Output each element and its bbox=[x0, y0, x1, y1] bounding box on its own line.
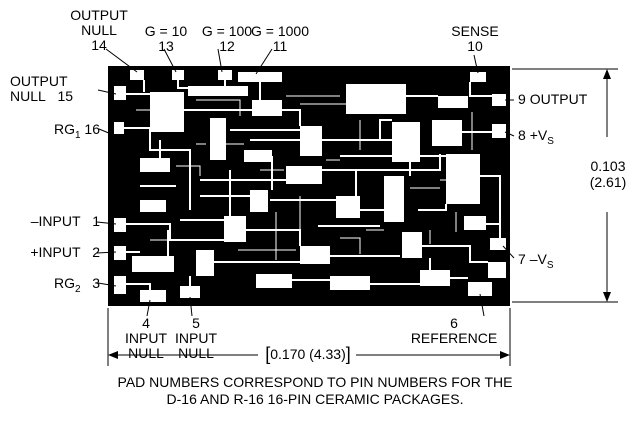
label-neg-vs-7: 7 –VS bbox=[518, 252, 588, 273]
label-input-null-4: 4 INPUT NULL bbox=[116, 316, 176, 361]
bracket-right: ] bbox=[345, 344, 351, 364]
label-pos-input: +INPUT bbox=[30, 244, 81, 260]
pin-12: 12 bbox=[219, 38, 235, 54]
label-g10-13: G = 10 13 bbox=[134, 24, 198, 54]
label-output-null-15: OUTPUT NULL 15 bbox=[4, 74, 100, 104]
label-pos-vs: +V bbox=[529, 127, 548, 143]
label-output: OUTPUT bbox=[529, 91, 588, 107]
pin-13: 13 bbox=[158, 38, 174, 54]
label-rg2-sub: 2 bbox=[74, 283, 81, 295]
label-g1000: G = 1000 bbox=[251, 23, 309, 39]
label-output-null-14-line2: NULL bbox=[81, 22, 117, 38]
caption-line2: D-16 AND R-16 16-PIN CERAMIC PACKAGES. bbox=[166, 391, 464, 407]
label-neg-vs-sub: S bbox=[546, 259, 554, 271]
label-input-null-4-line1: INPUT bbox=[125, 330, 167, 346]
label-g100: G = 100 bbox=[201, 23, 253, 39]
pin-3: 3 bbox=[92, 275, 100, 291]
label-g1000-11: G = 1000 11 bbox=[236, 24, 324, 54]
label-pos-input-2: +INPUT 2 bbox=[4, 245, 100, 260]
label-pos-vs-sub: S bbox=[547, 135, 554, 147]
width-value: 0.170 (4.33) bbox=[270, 346, 346, 362]
label-output-null-14: OUTPUT NULL 14 bbox=[64, 8, 134, 53]
label-rg1: RG bbox=[53, 121, 75, 137]
label-rg1-16: RG1 16 bbox=[4, 122, 100, 143]
label-sense: SENSE bbox=[451, 23, 499, 39]
leader-lines bbox=[96, 48, 515, 317]
dimension-lines bbox=[107, 68, 618, 366]
label-input-null-5: 5 INPUT NULL bbox=[166, 316, 226, 361]
label-sense-10: SENSE 10 bbox=[436, 24, 514, 54]
pin-8: 8 bbox=[518, 127, 526, 143]
label-g10: G = 10 bbox=[144, 23, 188, 39]
pin-5: 5 bbox=[192, 315, 200, 331]
label-neg-vs: –V bbox=[529, 251, 547, 267]
label-output-null-15-line2: NULL 15 bbox=[10, 88, 74, 104]
label-g100-12: G = 100 12 bbox=[193, 24, 261, 54]
label-output-9: 9 OUTPUT bbox=[518, 92, 608, 107]
label-pos-vs-8: 8 +VS bbox=[518, 128, 588, 149]
label-rg2: RG bbox=[53, 275, 75, 291]
height-inches: 0.103 bbox=[590, 158, 626, 174]
pin-6: 6 bbox=[450, 315, 458, 331]
pin-2: 2 bbox=[92, 244, 100, 260]
height-mm: (2.61) bbox=[589, 174, 627, 190]
label-rg1-sub: 1 bbox=[74, 129, 81, 141]
pin-1: 1 bbox=[92, 213, 100, 229]
caption-line1: PAD NUMBERS CORRESPOND TO PIN NUMBERS FO… bbox=[117, 374, 513, 390]
label-reference: REFERENCE bbox=[410, 330, 498, 346]
height-dimension: 0.103 (2.61) bbox=[578, 158, 630, 190]
label-input-null-4-line2: NULL bbox=[128, 345, 164, 361]
width-dimension: [0.170 (4.33)] bbox=[250, 344, 366, 364]
width-dimension-box: [0.170 (4.33)] bbox=[262, 344, 354, 364]
label-neg-input: –INPUT bbox=[30, 213, 81, 229]
pin-7: 7 bbox=[518, 251, 526, 267]
label-output-null-14-line1: OUTPUT bbox=[70, 7, 128, 23]
pin-4: 4 bbox=[142, 315, 150, 331]
pin-9: 9 bbox=[518, 91, 526, 107]
label-input-null-5-line2: NULL bbox=[178, 345, 214, 361]
label-reference-6: 6 REFERENCE bbox=[402, 316, 506, 346]
label-output-null-15-line1: OUTPUT bbox=[10, 73, 68, 89]
pin-16: 16 bbox=[84, 121, 100, 137]
pin-10: 10 bbox=[467, 38, 483, 54]
caption: PAD NUMBERS CORRESPOND TO PIN NUMBERS FO… bbox=[0, 374, 630, 408]
pin-15: 15 bbox=[57, 88, 74, 104]
label-neg-input-1: –INPUT 1 bbox=[4, 214, 100, 229]
die-metallization bbox=[114, 70, 506, 302]
bracket-left: [ bbox=[265, 344, 271, 364]
label-input-null-5-line1: INPUT bbox=[175, 330, 217, 346]
label-rg2-3: RG2 3 bbox=[4, 276, 100, 297]
pin-14: 14 bbox=[91, 37, 107, 53]
pin-11: 11 bbox=[272, 38, 288, 54]
